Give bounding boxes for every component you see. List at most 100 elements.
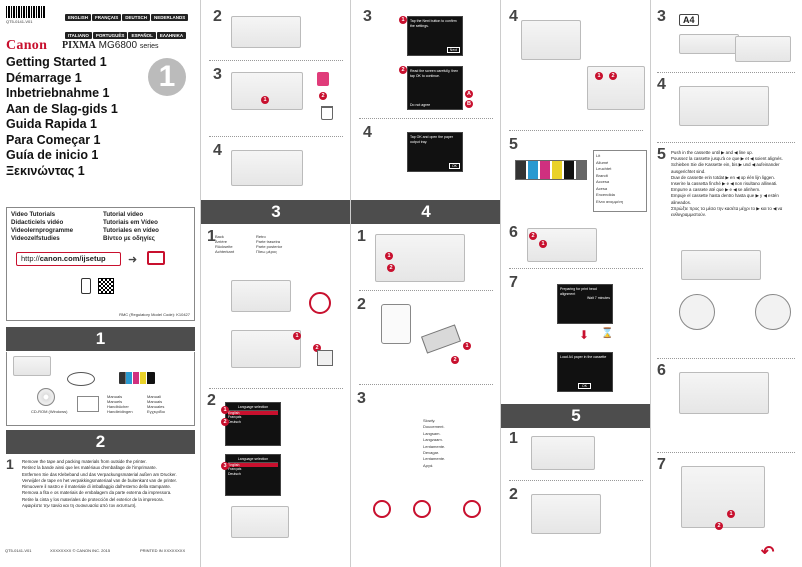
- big-number: 1: [158, 60, 176, 93]
- url-link[interactable]: canon.com/ijsetup: [39, 254, 106, 263]
- printer-closed-illustration: [231, 150, 303, 186]
- ink-tank-closeup: [381, 304, 411, 344]
- section-2-number: 2: [95, 432, 106, 451]
- hourglass-icon: ⌛: [601, 328, 614, 339]
- col3-step-4: 4: [363, 124, 372, 141]
- screen-title: Preparing for print head alignment: [560, 287, 597, 296]
- language-option[interactable]: Français: [228, 415, 242, 419]
- canon-logo: Canon: [6, 38, 48, 53]
- language-option[interactable]: Français: [228, 467, 242, 471]
- col2-step-3: 3: [213, 66, 222, 83]
- slowly-label: Langzaam.: [423, 437, 443, 443]
- col4-step-4: 4: [509, 8, 518, 25]
- callout-1: 1: [539, 240, 547, 248]
- language-option[interactable]: Deutsch: [228, 419, 241, 424]
- slowly-label: Lentamente.: [423, 443, 446, 449]
- callout-2: 2: [715, 522, 723, 530]
- footer-printed: PRINTED IN XXXXXXXX: [140, 548, 186, 553]
- language-option[interactable]: English: [228, 410, 278, 415]
- back-label: Arrière: [215, 239, 228, 244]
- barcode-number: QT5-0141-V01: [6, 19, 33, 24]
- callout-1: 1: [385, 252, 393, 260]
- column-5: 3 A4 4 5 Push in the cassette until ▶ an…: [651, 0, 802, 567]
- guide-title: Démarrage 1: [6, 70, 82, 85]
- manuals-label: Εγχειρίδιο: [147, 409, 165, 414]
- manuals-label: Manuales: [147, 404, 165, 409]
- instruction-line: Remove the tape and packing materials fr…: [22, 459, 147, 464]
- video-tutorial-label: Didacticiels vidéo: [11, 219, 64, 226]
- screen-disagree-button[interactable]: Do not agree: [410, 102, 431, 107]
- callout-1: 1: [261, 96, 269, 104]
- scanner-closing-illustration: [527, 228, 597, 262]
- push-instruction-line: Empuje el cassette hasta dentro hasta qu…: [671, 193, 779, 205]
- ink-tank-illustration: [421, 324, 461, 354]
- push-instructions: Push in the cassette until ▶ and ◀ line …: [671, 150, 799, 218]
- col4-lower-step-2: 2: [509, 486, 518, 503]
- callout-1: 1: [221, 406, 229, 414]
- divider: [209, 136, 343, 137]
- language-option[interactable]: Deutsch: [228, 471, 241, 476]
- col4-step-6: 6: [509, 224, 518, 241]
- language-option[interactable]: English: [228, 462, 278, 467]
- col3-lower-step-1: 1: [357, 228, 366, 245]
- divider: [509, 130, 643, 131]
- instruction-line: Rimuovere il nastro e il materiale di im…: [22, 484, 171, 490]
- divider: [509, 268, 643, 269]
- cassette-illustration: [735, 36, 791, 62]
- screen-ok-button[interactable]: OK: [578, 382, 592, 389]
- col4-lower-step-1: 1: [509, 430, 518, 447]
- slowly-label: Lentamente.: [423, 456, 446, 462]
- screen-next-button[interactable]: Next: [446, 46, 460, 53]
- col5-step-4: 4: [657, 76, 666, 93]
- guide-title: Para Começar 1: [6, 132, 101, 147]
- guide-title: Inbetriebnahme 1: [6, 86, 110, 100]
- no-usb-icon: [309, 292, 331, 314]
- lit-label: Acesa: [596, 185, 608, 191]
- slowly-label: Doucement.: [423, 424, 445, 430]
- screen-ok-button[interactable]: OK: [448, 162, 460, 169]
- slowly-label: Devagar.: [423, 450, 440, 456]
- trash-bin-icon: [321, 106, 333, 120]
- language-button: ITALIANO: [65, 32, 92, 39]
- ink-tanks-illustration: [119, 372, 155, 384]
- col2-step-4: 4: [213, 142, 222, 159]
- divider: [509, 480, 643, 481]
- output-extension-illustration: [681, 466, 765, 528]
- divider: [209, 388, 343, 389]
- instruction-line: Retire la cinta y los materiales de prot…: [22, 496, 164, 502]
- instruction-line: Αφαιρέστε την ταινία και τη συσκευασία α…: [22, 503, 137, 509]
- col2-step-2: 2: [213, 8, 222, 25]
- instruction-line: Retirez la bande ainsi que les matériaux…: [22, 465, 157, 471]
- language-button: FRANÇAIS: [92, 14, 122, 21]
- col4-step-5: 5: [509, 136, 518, 153]
- callout-a: A: [465, 90, 473, 98]
- lit-label: Leuchtet: [596, 166, 612, 171]
- language-button: ENGLISH: [65, 14, 92, 21]
- language-button: PORTUGUÊS: [92, 32, 128, 39]
- footer-copyright: XXXXXXXX © CANON INC. 2015: [50, 548, 111, 553]
- section-2-step: 1: [6, 456, 14, 472]
- no-icon-1: [373, 500, 391, 518]
- section-1-banner: 1: [6, 327, 195, 351]
- divider: [359, 384, 493, 385]
- col3-lower-step-3: 3: [357, 390, 366, 407]
- printer-back-illustration: [231, 280, 291, 312]
- load-paper-screen: Load A4 paper in the cassette OK: [557, 352, 613, 392]
- callout-1: 1: [293, 332, 301, 340]
- cassette-remove-illustration: [531, 494, 601, 534]
- guide-title: Ξεκινώντας 1: [6, 163, 85, 178]
- alignment-detail-2: [755, 294, 791, 330]
- rmc-text: RMC (Regulatory Model Code): K10427: [119, 312, 190, 317]
- url-box[interactable]: http://canon.com/ijsetup: [16, 252, 121, 266]
- video-tutorial-label: Videozelfstudies: [11, 235, 60, 242]
- print-head-illustration: [521, 20, 581, 60]
- screen-text: Wait 7 minutes: [586, 296, 610, 300]
- footer-code: QT5-0141-V01: [5, 548, 32, 553]
- return-arrow-icon[interactable]: ↶: [761, 544, 775, 561]
